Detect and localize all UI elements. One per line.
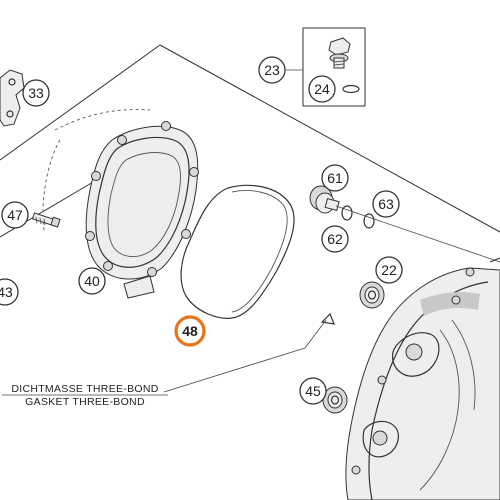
callout-33: 33 [22, 79, 50, 107]
callout-62-label: 62 [327, 231, 343, 247]
callout-63: 63 [372, 190, 400, 218]
o-ring-24-drawing [342, 84, 360, 94]
detail-box-23-24 [302, 27, 366, 107]
small-o-ring-drawing [320, 312, 335, 325]
callout-62: 62 [321, 225, 349, 253]
callout-43: 43 [0, 278, 19, 306]
screw-47-drawing [31, 212, 61, 228]
callout-61-label: 61 [327, 170, 343, 186]
sealant-note: DICHTMASSE THREE-BOND GASKET THREE-BOND [11, 383, 158, 408]
callout-22: 22 [375, 256, 403, 284]
callout-23: 23 [258, 56, 286, 84]
sealant-note-line1: DICHTMASSE THREE-BOND [11, 383, 158, 395]
callout-40: 40 [78, 267, 106, 295]
callout-45: 45 [299, 377, 327, 405]
dashed-gasket-outline [42, 109, 151, 231]
crankcase-drawing [345, 257, 500, 500]
callout-43-label: 43 [0, 284, 13, 300]
sealant-note-line2: GASKET THREE-BOND [25, 396, 145, 408]
callout-47: 47 [1, 201, 29, 229]
o-ring-63-drawing [363, 213, 375, 229]
gasket-48-drawing [180, 184, 295, 319]
callout-45-label: 45 [305, 383, 321, 399]
callout-24-label: 24 [314, 81, 330, 97]
callout-63-label: 63 [378, 196, 394, 212]
washer-62-drawing [341, 205, 353, 221]
callout-23-label: 23 [264, 62, 280, 78]
oil-plug-drawing [309, 185, 340, 214]
callout-40-label: 40 [84, 273, 100, 289]
shaft-seal-22-drawing [359, 281, 385, 309]
callout-61: 61 [321, 164, 349, 192]
callout-47-label: 47 [7, 207, 23, 223]
bracket-drawing [0, 69, 25, 127]
callout-33-label: 33 [28, 85, 44, 101]
callout-24: 24 [308, 75, 336, 103]
plug-screw-drawing [328, 37, 351, 69]
callout-48-label: 48 [182, 323, 198, 339]
callout-22-label: 22 [381, 262, 397, 278]
outer-cover-drawing [85, 121, 199, 299]
callout-48: 48 [174, 315, 206, 347]
shaft-seal-45-drawing [322, 386, 348, 414]
